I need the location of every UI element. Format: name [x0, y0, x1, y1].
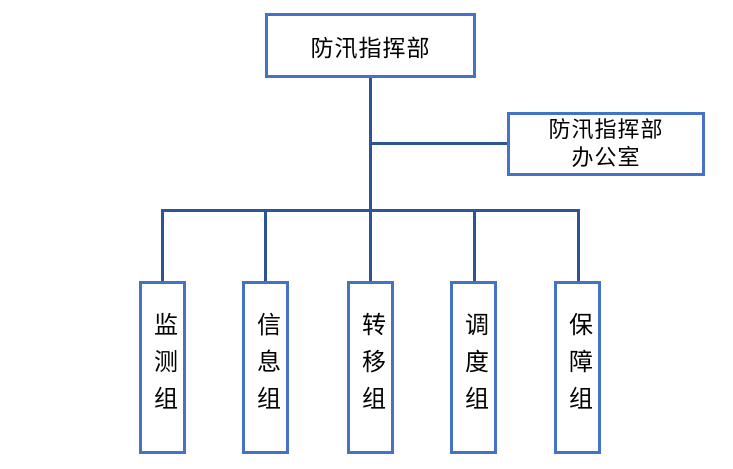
node-group-monitoring: 监测组	[139, 281, 186, 454]
node-group-transfer: 转移组	[347, 281, 394, 454]
connector-trunk-vertical	[369, 78, 372, 212]
connector-office-branch	[369, 142, 507, 145]
node-label: 防汛指挥部	[310, 34, 431, 61]
connector-drop-support	[577, 209, 580, 281]
node-group-information: 信息组	[242, 281, 289, 454]
node-label: 监测组	[149, 312, 177, 423]
connector-drop-transfer	[369, 209, 372, 281]
connector-drop-dispatch	[473, 209, 476, 281]
node-label: 保障组	[564, 312, 592, 423]
node-headquarters-office: 防汛指挥部 办公室	[507, 112, 705, 176]
connector-drop-information	[264, 209, 267, 281]
node-group-support: 保障组	[554, 281, 601, 454]
node-label: 调度组	[460, 312, 488, 423]
node-flood-control-headquarters: 防汛指挥部	[265, 13, 476, 78]
node-label: 转移组	[357, 312, 385, 423]
node-group-dispatch: 调度组	[450, 281, 497, 454]
connector-drop-monitoring	[161, 209, 164, 281]
node-label: 防汛指挥部 办公室	[548, 117, 664, 170]
node-label: 信息组	[252, 312, 280, 423]
